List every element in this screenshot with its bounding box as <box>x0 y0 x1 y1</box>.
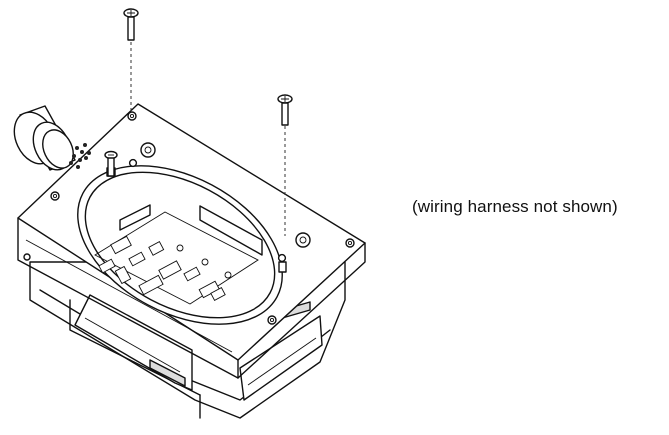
screw-front <box>104 150 118 177</box>
circuit-board <box>94 211 259 305</box>
screw-left <box>123 8 139 112</box>
wiring-harness-note: (wiring harness not shown) <box>412 197 618 216</box>
circular-connector <box>13 105 91 171</box>
plate-holes <box>23 111 355 325</box>
screw-right <box>277 94 293 236</box>
